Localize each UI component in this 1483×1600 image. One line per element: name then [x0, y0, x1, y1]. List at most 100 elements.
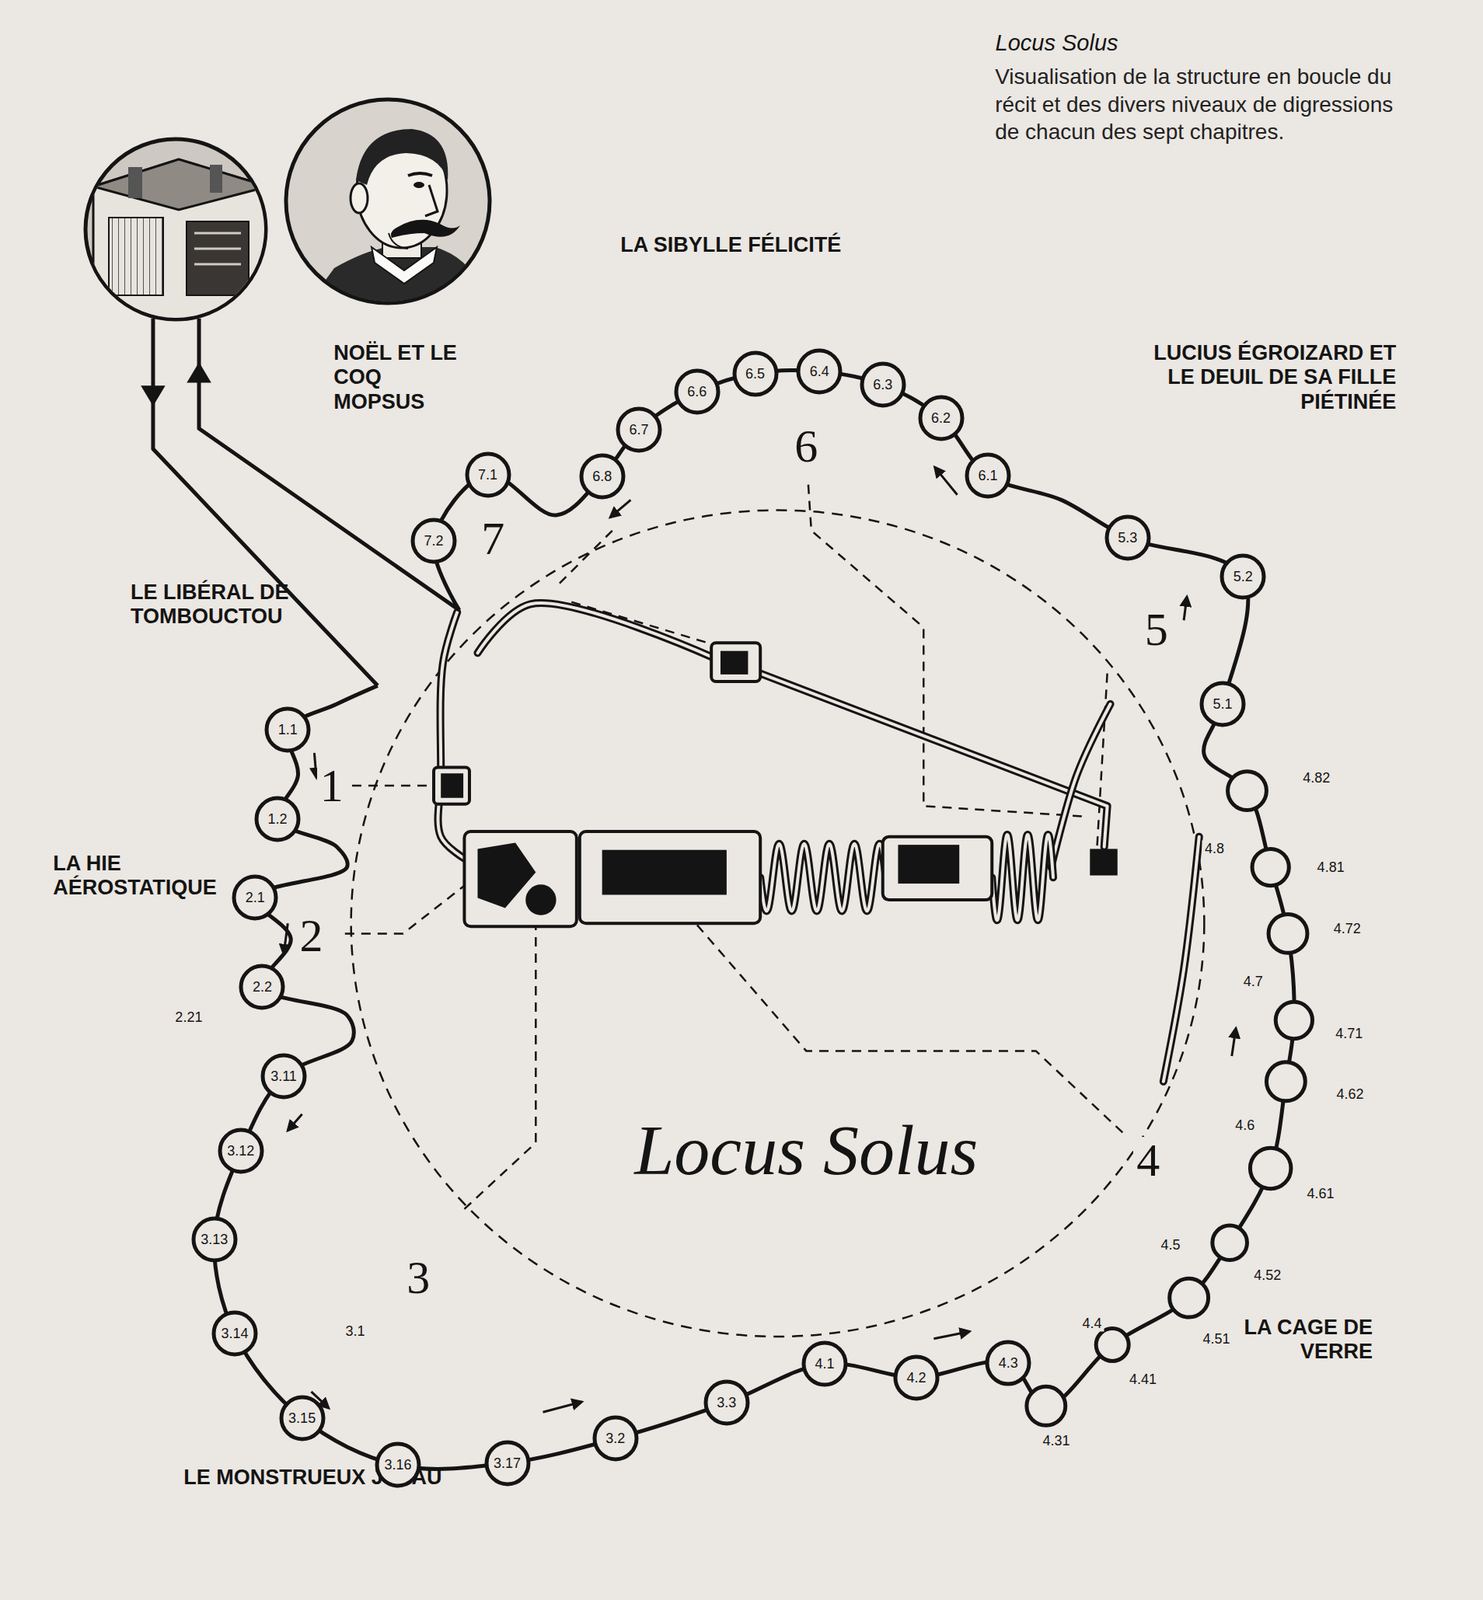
digression-lobe: 3.11 [260, 1053, 308, 1100]
digression-lobe: 2.2 [238, 963, 286, 1011]
lobe-circle [581, 455, 624, 498]
digression-lobe: 7.1 [464, 451, 512, 499]
callout-number: 4.4 [1079, 1315, 1104, 1332]
lobe-circle [412, 519, 455, 562]
chapter-region: 6LA SIBYLLE FÉLICITÉ [791, 422, 821, 470]
digression-lobe: 7.2 [410, 517, 458, 565]
lobe-circle [1201, 683, 1244, 726]
lobe-number: 5.3 [1117, 530, 1138, 545]
chapter-number: 1 [317, 762, 347, 810]
chapter-title: LA SIBYLLE FÉLICITÉ [620, 233, 1025, 258]
chapter-number: 7 [478, 515, 508, 562]
lobe-circle [895, 1357, 938, 1400]
lobe-number: 3.11 [270, 1069, 297, 1084]
garden-path [438, 612, 466, 860]
dashed-link [556, 530, 613, 587]
callout-number: 4.82 [1300, 769, 1333, 786]
direction-arrow [314, 753, 317, 779]
sub-lobe [1026, 1386, 1066, 1426]
direction-arrow [935, 467, 958, 495]
callout-number: 2.21 [172, 1009, 205, 1026]
lobe-circle [1221, 555, 1264, 598]
lobe-circle [467, 453, 510, 496]
lobe-number: 6.2 [931, 411, 951, 426]
digression-lobe: 3.13 [191, 1216, 238, 1264]
callout-number: 3.1 [342, 1323, 367, 1340]
direction-arrow [610, 499, 631, 517]
lobe-number: 3.16 [384, 1458, 412, 1473]
plan-box [433, 767, 470, 804]
chapter-region: 4LA CAGE DE VERRE [1133, 1137, 1163, 1184]
callout-number: 4.61 [1304, 1186, 1337, 1203]
plan-block [440, 773, 464, 799]
coil-path [991, 834, 1054, 921]
lobe-circle [262, 1055, 305, 1098]
plan-block [525, 884, 556, 915]
sub-lobe [1249, 1148, 1292, 1190]
chapter-title: LA HIE AÉROSTATIQUE [52, 851, 248, 901]
lobe-number: 6.3 [872, 377, 893, 392]
lobe-circle [676, 370, 719, 413]
coil-path-core [991, 834, 1054, 921]
building-medallion [85, 139, 269, 327]
digression-lobe: 4.3 [984, 1339, 1032, 1387]
sub-lobe [1268, 914, 1308, 953]
direction-arrow [287, 1114, 302, 1131]
sub-lobe [1228, 771, 1267, 811]
lobe-circle [705, 1381, 748, 1424]
digression-lobe: 3.3 [703, 1379, 751, 1427]
plan-lines [140, 318, 1313, 1470]
callout-number: 4.62 [1334, 1085, 1367, 1103]
dashed-link [464, 923, 536, 1210]
dashed-link [808, 485, 1082, 817]
plan-block [720, 651, 748, 675]
chapter-number: 4 [1133, 1137, 1163, 1184]
garden-path [760, 673, 1107, 848]
lobe-circle [193, 1218, 236, 1261]
lobe-circle [966, 454, 1009, 497]
callout-number: 4.71 [1332, 1025, 1365, 1043]
digression-lobe: 6.1 [964, 452, 1012, 499]
callout-number: 4.6 [1232, 1117, 1257, 1135]
plan-box [882, 837, 992, 901]
garden-path [1050, 704, 1110, 868]
lobe-circle [266, 708, 309, 751]
coil-path-core [760, 844, 886, 912]
lobe-circle [594, 1417, 637, 1460]
lobe-number: 3.17 [493, 1456, 521, 1471]
lobe-circle [240, 966, 283, 1009]
lobe-number: 3.2 [605, 1431, 625, 1446]
chapter-region: 5LUCIUS ÉGROIZARD ET LE DEUIL DE SA FILL… [1141, 606, 1172, 653]
portrait-medallion [286, 99, 490, 311]
diagram-title: Locus Solus [628, 1111, 985, 1190]
chapter-region: 3LE MONSTRUEUX JOYAU [403, 1254, 433, 1302]
sub-lobe [1169, 1278, 1209, 1318]
callout-number: 4.72 [1331, 920, 1364, 937]
lobe-number: 4.2 [907, 1371, 927, 1386]
sub-lobe [1252, 848, 1289, 886]
garden-path [477, 603, 715, 659]
sub-lobe [1266, 1062, 1306, 1102]
coil-path [760, 844, 886, 912]
chapter-title: LUCIUS ÉGROIZARD ET LE DEUIL DE SA FILLE… [1131, 341, 1396, 414]
chapter-loop [351, 510, 1205, 1338]
lobe-circle [281, 1397, 324, 1440]
chapter-number: 3 [403, 1254, 433, 1302]
dashed-link [673, 897, 1124, 1133]
callout-number: 4.41 [1127, 1371, 1159, 1389]
lobe-number: 3.14 [220, 1326, 248, 1341]
lobe-number: 6.5 [745, 366, 765, 381]
lobe-circle [617, 408, 660, 451]
lobe-circle [1106, 516, 1149, 559]
lobe-circle [213, 1312, 256, 1355]
lobe-number: 7.1 [478, 467, 498, 482]
chapter-region: 1LE LIBÉRAL DE TOMBOUCTOU [317, 762, 347, 810]
callout-number: 4.81 [1315, 859, 1347, 876]
callout-number: 4.5 [1158, 1236, 1183, 1253]
direction-arrow [1183, 596, 1187, 621]
chapter-number: 5 [1141, 606, 1172, 653]
lobe-number: 4.3 [998, 1356, 1019, 1371]
lobe-circle [256, 798, 299, 841]
garden-path-core [438, 612, 466, 860]
digression-lobe: 5.3 [1104, 514, 1152, 562]
